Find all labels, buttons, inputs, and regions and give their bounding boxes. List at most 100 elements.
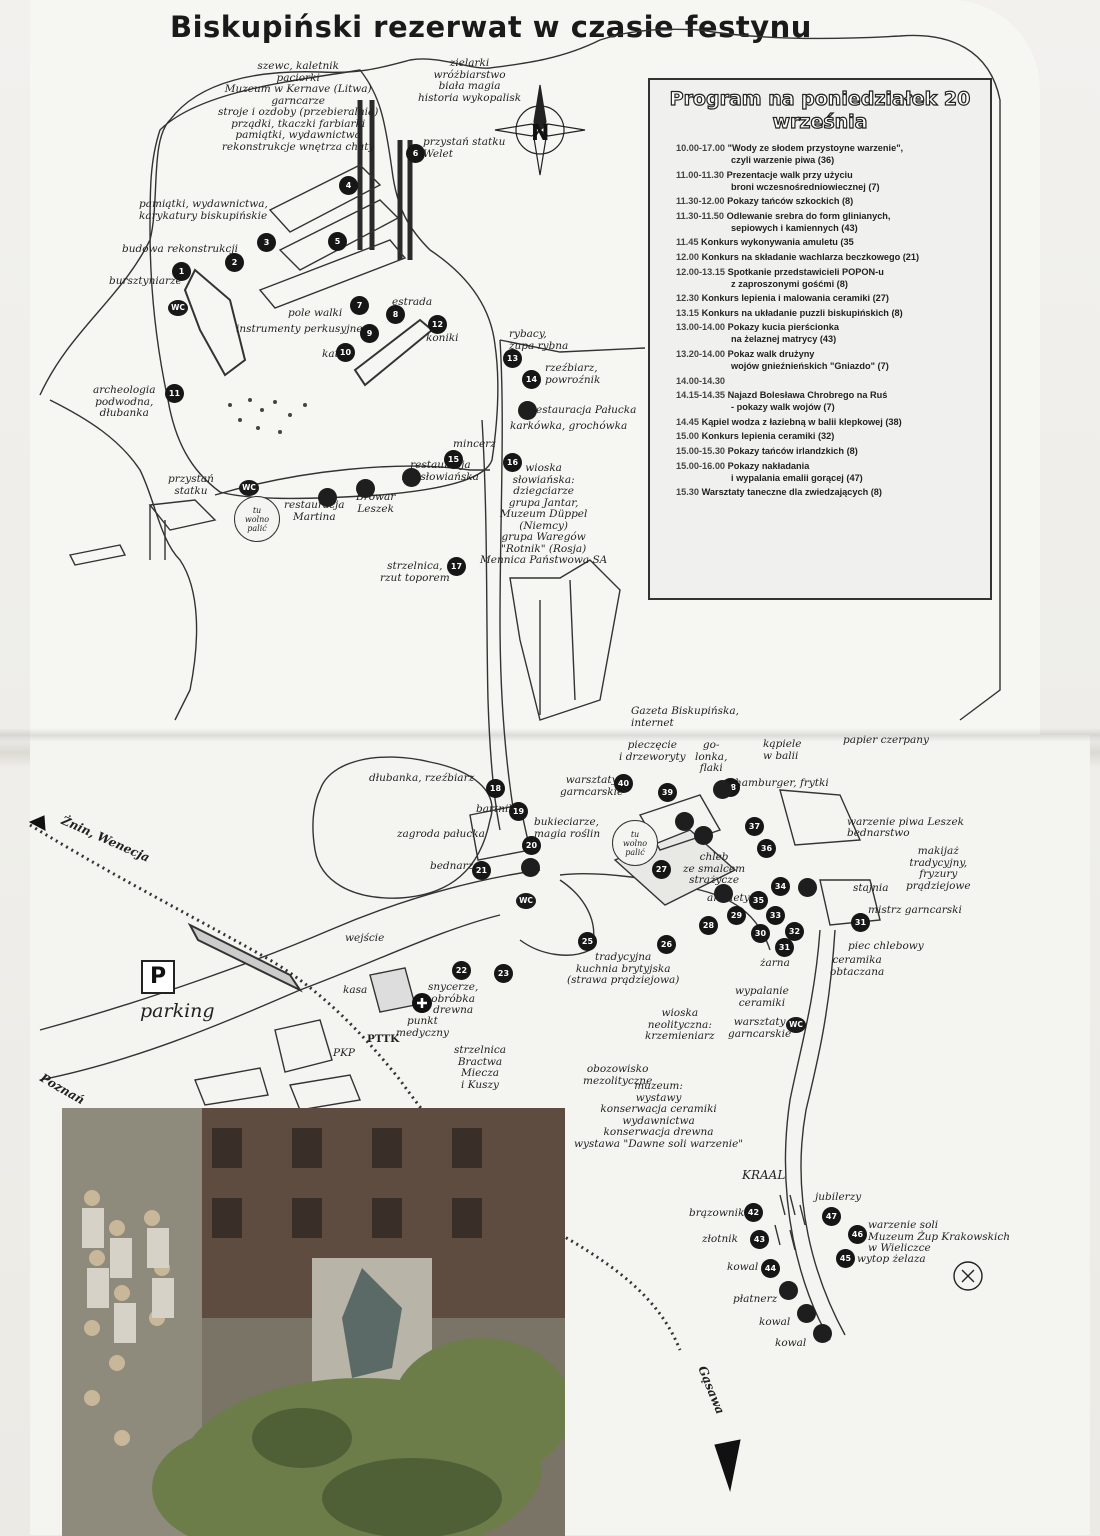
label-brewery-leszek: Browar Leszek [356,491,396,515]
mint-building-roof [539,579,576,715]
program-item-time: 11.30-12.00 [676,196,725,207]
entrance-road [39,869,541,1031]
label-kraal: KRAAL [742,1168,786,1182]
label-restaurant-martina: restauracja Martina [284,499,345,523]
program-item: 13.15 Konkurs na układanie puzzli biskup… [676,307,982,319]
label-reconstruction: budowa rekonstrukcji [122,243,239,255]
map-marker-19: 19 [509,802,528,821]
map-marker-27: 27 [652,860,671,879]
label-gazeta: Gazeta Biskupińska, internet [631,705,739,729]
program-item: 11.30-11.50 Odlewanie srebra do form gli… [676,210,982,234]
label-amber: bursztyniarze [109,275,182,287]
label-ship-dock: przystań statku [168,473,214,497]
program-item-continuation: i wypalania emalii gorącej (47) [731,472,863,483]
compass-north-letter: N [531,121,549,146]
program-item: 14.45 Kąpiel wodza z łaziebną w balii kl… [676,416,982,428]
label-ceramics-firing: wypalanie ceramiki [735,985,789,1009]
railway [29,823,682,1351]
lower-lake [312,756,493,899]
label-bouquets: bukieciarze, magia roślin [534,816,601,840]
dock [148,499,217,531]
program-item-text: Spotkanie przedstawicieli POPON-u [727,266,884,277]
label-pkp: PKP [333,1047,355,1059]
map-marker-32: 32 [785,922,804,941]
program-item-text: Pokazy tańców szkockich (8) [727,196,854,207]
program-item: 14.00-14.30 [676,375,982,387]
label-crafts: szewc, kaletnik paciorki Muzeum w Kernav… [218,60,379,153]
znin-arrow [28,815,46,831]
label-cooperage: bednarstwo [847,827,910,839]
map-title: Biskupiński rezerwat w czasie festynu [170,10,812,44]
map-marker-blank [798,878,817,897]
label-medical-point: punkt medyczny [396,1015,449,1039]
road-fisher [499,339,646,353]
label-underwater-archaeology: archeologia podwodna, dłubanka [93,384,156,419]
trees [228,398,307,434]
label-jewelers: jubilerzy [815,1191,862,1203]
houses-row2 [278,199,400,271]
program-item: 15.30 Warsztaty taneczne dla zwiedzający… [676,486,982,498]
label-pttk: PTTK [367,1033,400,1045]
label-welet-dock: przystań statku Welet [423,136,506,160]
label-ceramics: ceramika obtaczana [830,954,885,978]
map-marker-20: 20 [522,836,541,855]
map-marker-14: 14 [522,370,541,389]
program-item-time: 14.00-14.30 [676,375,726,386]
program-item-time: 12.30 [676,293,699,304]
label-beekeeper: bartnik [476,803,515,815]
dock-pier [149,505,166,560]
program-item-continuation: broni wczesnośredniowiecznej (7) [731,181,880,192]
label-blacksmith-1: kowal [727,1261,759,1273]
map-marker-3: 3 [257,233,276,252]
houses-row3 [258,239,407,309]
program-item: 14.15-14.35 Najazd Bolesława Chrobrego n… [676,389,982,413]
map-marker-28: 28 [699,916,718,935]
group-photo [62,1108,565,1536]
gasawa-arrow [714,1439,741,1492]
label-bronze: brązownik [689,1207,745,1219]
label-woodcarvers: snycerze, obróbka drewna [428,981,479,1016]
label-pottery-workshop-2: warsztaty garncarskie [728,1016,792,1040]
lake-shoreline-west [49,399,198,721]
houses-lower [289,1074,361,1111]
main-road-edge [499,339,516,821]
label-stable: stajnia [853,882,889,894]
program-item-text: Konkurs na układanie puzzli biskupińskic… [701,307,903,318]
program-title: Program na poniedziałek 20 września [669,87,971,133]
map-marker-44: 44 [761,1259,780,1278]
map-marker-blank [518,401,537,420]
map-marker-blank [521,858,540,877]
map-marker-blank [318,488,337,507]
map-marker-12: 12 [428,315,447,334]
label-quern: żarna [760,957,790,969]
label-slavic-village: wioska słowiańska: dziegciarze grupa Jan… [480,462,608,566]
peninsula-outline [149,69,499,500]
program-item-text: Prezentacje walk przy użyciu [726,169,853,180]
label-british-kitchen: tradycyjna kuchnia brytyjska (strawa prą… [567,951,680,986]
mint-building [509,559,621,721]
label-goldsmith: złotnik [702,1233,738,1245]
lake-shoreline [39,28,1001,721]
program-item-text: Konkurs lepienia ceramiki (32) [701,431,835,442]
label-makeup: makijaż tradycyjny, fryzury prądziejowe [906,845,971,892]
stable [819,879,881,926]
program-item-text: Pokazy nakładania [727,460,810,471]
label-hamburger: hamburger, frytki [735,777,829,789]
program-item: 15.00 Konkurs lepienia ceramiki (32) [676,430,982,442]
label-museum: muzeum: wystawy konserwacja ceramiki wyd… [574,1080,744,1150]
label-blacksmith-3: kowal [775,1337,807,1349]
map-marker-blank [402,468,421,487]
label-master-potter: mistrz garncarski [868,904,962,916]
pkp-building [194,1067,269,1106]
map-marker-blank [675,812,694,831]
parking-label: parking [140,1000,215,1022]
map-marker-42: 42 [744,1203,763,1222]
map-marker-34: 34 [771,877,790,896]
program-item-text: Najazd Bolesława Chrobrego na Ruś [727,390,888,401]
gate-tower [183,268,247,377]
parking-sign: P [141,960,175,994]
program-item: 11.45 Konkurs wykonywania amuletu (35 [676,236,982,248]
map-marker-47: 47 [822,1207,841,1226]
